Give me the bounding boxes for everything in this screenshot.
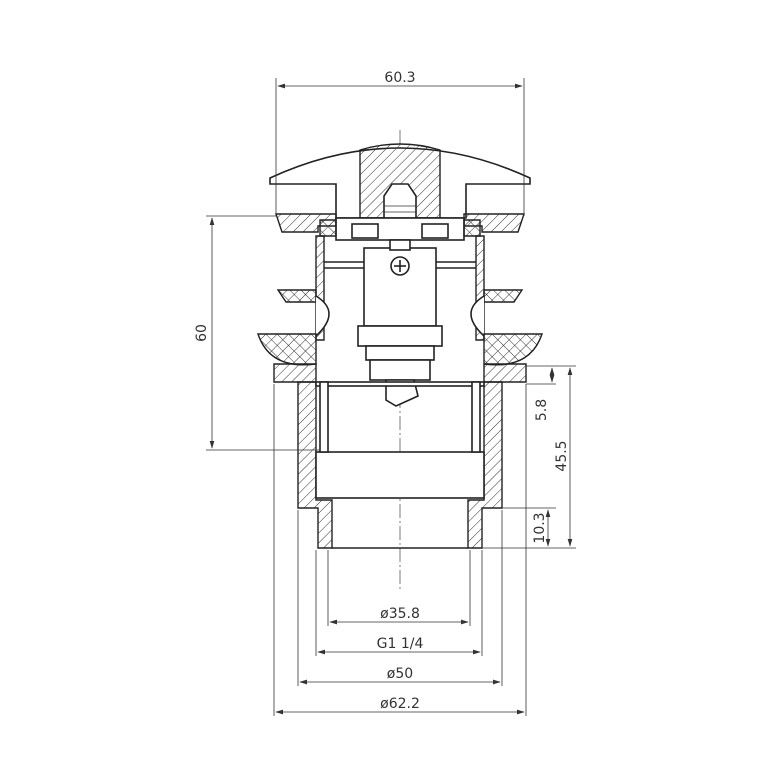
gasket-upper [276, 289, 524, 337]
svg-text:G1 1/4: G1 1/4 [377, 636, 424, 652]
dim-bottom: ø35.8 G1 1/4 ø50 ø62.2 [273, 384, 527, 716]
cap [269, 143, 531, 219]
svg-text:ø62.2: ø62.2 [380, 696, 420, 712]
dim-overall-height: 60 [194, 215, 320, 451]
svg-text:60.3: 60.3 [384, 70, 415, 86]
svg-text:60: 60 [194, 324, 210, 342]
svg-text:10.3: 10.3 [532, 512, 548, 543]
dim-right: 5.8 45.5 10.3 [482, 365, 576, 549]
svg-text:ø35.8: ø35.8 [380, 606, 420, 622]
svg-text:45.5: 45.5 [554, 440, 570, 471]
seat-flange [275, 213, 525, 241]
svg-text:5.8: 5.8 [534, 399, 550, 421]
dim-top-width: 60.3 [275, 70, 525, 216]
svg-text:ø50: ø50 [387, 666, 413, 682]
gasket-lower [257, 333, 543, 366]
stem-block [357, 239, 443, 407]
